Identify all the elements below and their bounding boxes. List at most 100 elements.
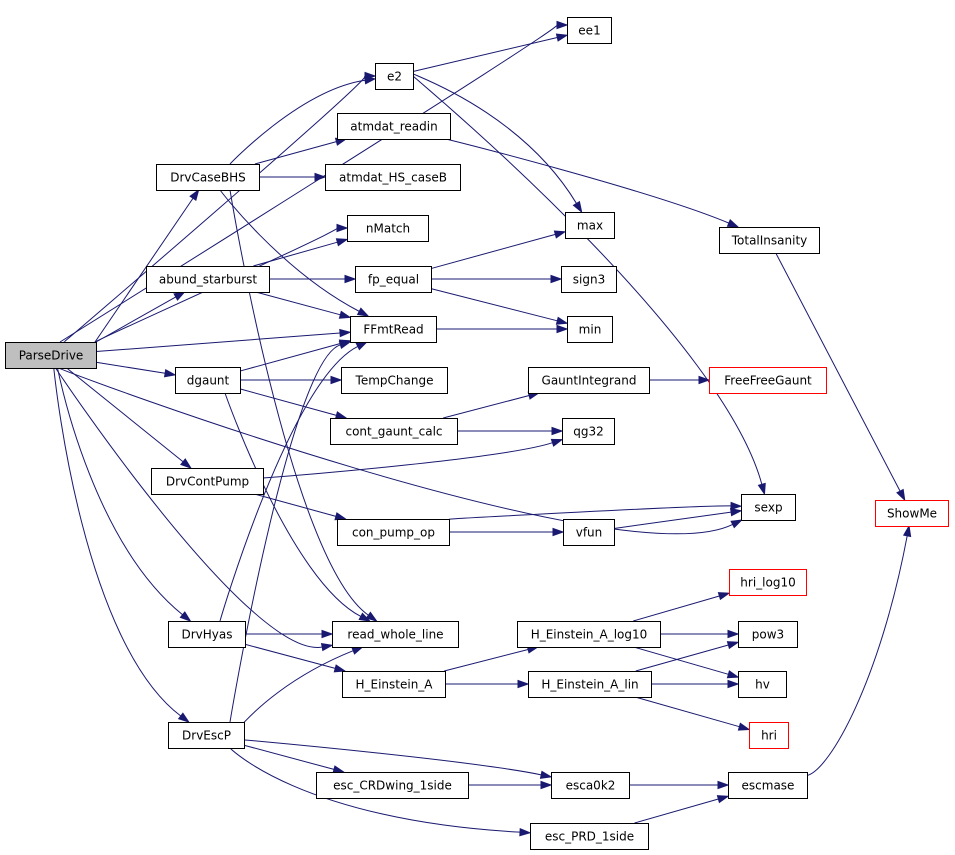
node-drv-cont-pump[interactable]: DrvContPump <box>151 468 264 495</box>
arrowhead-icon <box>321 629 334 639</box>
node-label: DrvContPump <box>166 475 249 489</box>
node-abund-starburst[interactable]: abund_starburst <box>146 266 270 293</box>
node-escmase[interactable]: escmase <box>728 772 808 799</box>
node-box <box>517 621 661 648</box>
node-box <box>738 671 787 698</box>
arrowhead-icon <box>338 340 352 349</box>
node-ffmt-read[interactable]: FFmtRead <box>350 316 437 343</box>
node-label: hv <box>755 678 770 692</box>
node-esc-prd-1side[interactable]: esc_PRD_1side <box>530 823 649 850</box>
edge-cont-gaunt-calc-to-gaunt-integrand <box>443 391 541 419</box>
arrowhead-icon <box>363 76 377 85</box>
node-sexp[interactable]: sexp <box>741 494 796 521</box>
edge-drv-cont-pump-to-qg32 <box>262 438 564 479</box>
arrowhead-icon <box>730 501 743 511</box>
node-label: esc_CRDwing_1side <box>333 779 452 793</box>
node-drv-case-bhs[interactable]: DrvCaseBHS <box>156 164 260 191</box>
node-box <box>5 342 97 369</box>
node-box <box>316 772 469 799</box>
node-box <box>168 621 246 648</box>
edge-drv-cont-pump-to-con-pump-op <box>254 493 348 521</box>
node-n-match[interactable]: nMatch <box>347 215 429 242</box>
node-qg32[interactable]: qg32 <box>562 418 615 445</box>
arrowhead-icon <box>555 316 569 325</box>
node-read-whole-line[interactable]: read_whole_line <box>332 621 459 648</box>
edge-parse-drive-to-abund-starburst <box>95 291 186 343</box>
edge-parse-drive-to-e2 <box>63 71 377 343</box>
node-box <box>168 722 245 749</box>
node-atmdat-hs-case-b[interactable]: atmdat_HS_caseB <box>325 164 461 191</box>
arrowhead-icon <box>517 679 530 689</box>
arrowhead-icon <box>333 664 347 673</box>
node-box <box>530 823 649 850</box>
arrowhead-icon <box>334 512 348 521</box>
node-label: abund_starburst <box>159 273 257 287</box>
node-show-me[interactable]: ShowMe <box>875 500 949 527</box>
node-vfun[interactable]: vfun <box>563 519 615 546</box>
node-max[interactable]: max <box>565 212 615 239</box>
node-h-einstein-a-log10[interactable]: H_Einstein_A_log10 <box>517 621 661 648</box>
edge-parse-drive-to-drv-esc-p <box>53 367 190 723</box>
node-free-free-gaunt[interactable]: FreeFreeGaunt <box>709 367 827 394</box>
node-ee1[interactable]: ee1 <box>567 17 612 44</box>
node-sign3[interactable]: sign3 <box>561 266 617 293</box>
edges <box>53 20 912 837</box>
edge-fp-equal-to-max <box>430 230 567 270</box>
edge-h-einstein-a-log10-to-hri-log10 <box>633 592 731 622</box>
arrowhead-icon <box>335 238 349 247</box>
node-total-insanity[interactable]: TotalInsanity <box>719 227 820 254</box>
node-box <box>325 164 461 191</box>
node-fp-equal[interactable]: fp_equal <box>355 266 432 293</box>
node-hri[interactable]: hri <box>749 722 789 749</box>
node-box <box>342 671 446 698</box>
node-con-pump-op[interactable]: con_pump_op <box>337 519 450 546</box>
arrowhead-icon <box>336 223 349 233</box>
arrowhead-icon <box>902 524 912 538</box>
edge-h-einstein-a-lin-to-hri <box>634 696 751 731</box>
node-hv[interactable]: hv <box>738 671 787 698</box>
node-parse-drive[interactable]: ParseDrive <box>5 342 97 369</box>
node-drv-esc-p[interactable]: DrvEscP <box>168 722 245 749</box>
node-esca0k2[interactable]: esca0k2 <box>551 772 630 799</box>
arrowhead-icon <box>540 780 553 790</box>
node-label: vfun <box>576 526 603 540</box>
node-hri-log10[interactable]: hri_log10 <box>729 569 807 596</box>
node-min[interactable]: min <box>567 316 613 343</box>
edge-gaunt-integrand-to-free-free-gaunt <box>649 375 711 385</box>
node-box <box>528 671 652 698</box>
node-label: FreeFreeGaunt <box>724 374 812 388</box>
edge-h-einstein-a-log10-to-pow3 <box>660 629 740 639</box>
node-gaunt-integrand[interactable]: GauntIntegrand <box>528 367 650 394</box>
node-label: ee1 <box>578 24 600 38</box>
edge-total-insanity-to-show-me <box>775 252 906 502</box>
node-box <box>563 519 615 546</box>
node-label: GauntIntegrand <box>542 374 637 388</box>
node-dgaunt[interactable]: dgaunt <box>175 367 241 394</box>
node-label: max <box>577 219 603 233</box>
edge-parse-drive-to-ee1 <box>59 20 569 343</box>
edge-parse-drive-to-drv-case-bhs <box>94 188 200 343</box>
node-atmdat-readin[interactable]: atmdat_readin <box>337 113 451 140</box>
node-esc-crdwing-1side[interactable]: esc_CRDwing_1side <box>316 772 469 799</box>
arrowhead-icon <box>698 375 711 385</box>
node-label: esc_PRD_1side <box>545 830 634 844</box>
node-pow3[interactable]: pow3 <box>738 621 798 648</box>
node-label: qg32 <box>573 425 604 439</box>
node-label: e2 <box>387 70 402 84</box>
node-drv-hyas[interactable]: DrvHyas <box>168 621 246 648</box>
edge-drv-case-bhs-to-e2 <box>229 76 377 165</box>
node-label: escmase <box>742 779 795 793</box>
arrowhead-icon <box>737 722 751 731</box>
node-label: sign3 <box>573 273 605 287</box>
edge-drv-esc-p-to-esc-prd-1side <box>229 747 532 837</box>
edge-drv-case-bhs-to-atmdat-readin <box>254 137 348 165</box>
node-cont-gaunt-calc[interactable]: cont_gaunt_calc <box>330 418 458 445</box>
node-h-einstein-a[interactable]: H_Einstein_A <box>342 671 446 698</box>
node-e2[interactable]: e2 <box>375 63 414 90</box>
arrowhead-icon <box>550 274 563 284</box>
node-label: hri <box>761 729 777 743</box>
node-temp-change[interactable]: TempChange <box>341 367 448 394</box>
edge-parse-drive-to-drv-hyas <box>56 367 192 622</box>
node-h-einstein-a-lin[interactable]: H_Einstein_A_lin <box>528 671 652 698</box>
